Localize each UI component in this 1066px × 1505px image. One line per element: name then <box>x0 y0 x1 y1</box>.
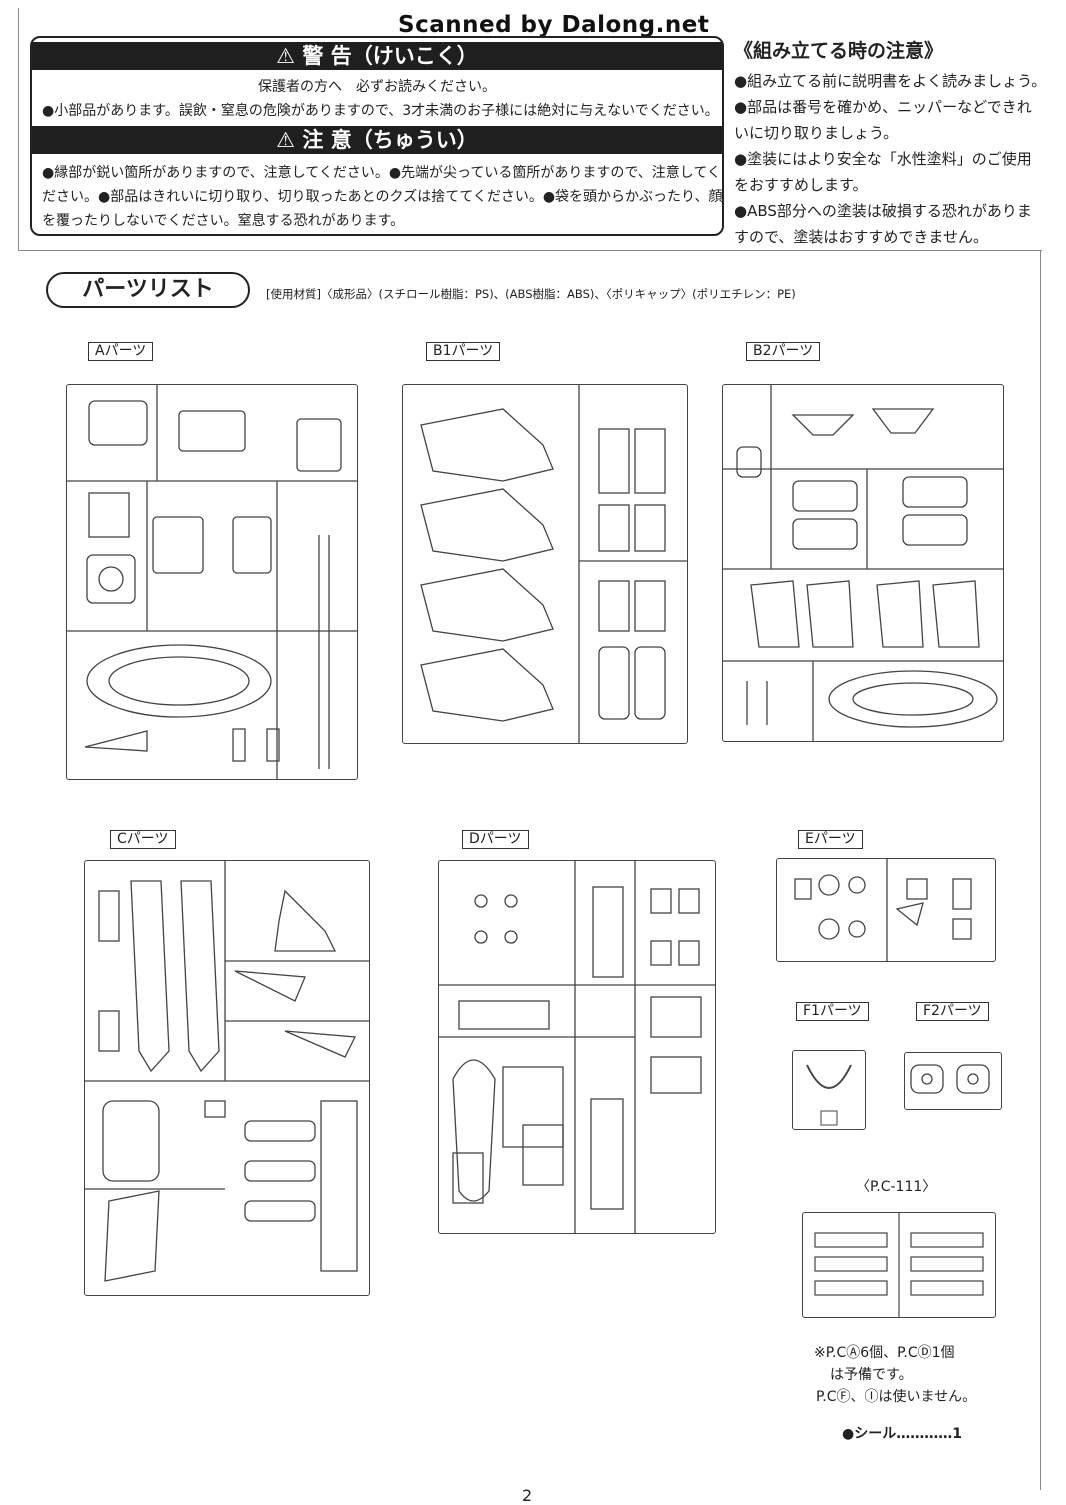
divider <box>1040 250 1041 1490</box>
divider <box>18 250 1042 251</box>
caution-line: を覆ったりしないでください。窒息する恐れがあります。 <box>42 213 405 229</box>
warning-line: ●小部品があります。誤飲・窒息の危険がありますので、3才未満のお子様には絶対に与… <box>42 103 719 119</box>
scanner-watermark: Scanned by Dalong.net <box>398 12 710 38</box>
frame-label-f2: F2パーツ <box>916 1002 989 1021</box>
frame-label-f1: F1パーツ <box>796 1002 869 1021</box>
frame-label-e: Eパーツ <box>798 830 863 849</box>
assembly-line: ●組み立てる前に説明書をよく読みましょう。 <box>734 72 1047 90</box>
runner-f2-illustration <box>904 1052 1002 1110</box>
runner-f1-illustration <box>792 1050 866 1130</box>
page-number: 2 <box>522 1486 533 1505</box>
runner-d-illustration <box>438 860 716 1234</box>
divider <box>18 8 19 250</box>
caution-line: ●縁部が鋭い箇所がありますので、注意してください。●先端が尖っている箇所がありま… <box>42 165 721 181</box>
assembly-line: ●塗装にはより安全な「水性塗料」のご使用 <box>734 150 1032 168</box>
assembly-title: 《組み立てる時の注意》 <box>734 40 944 62</box>
warning-box: ⚠ 警 告（けいこく） 保護者の方へ 必ずお読みください。 ●小部品があります。… <box>30 36 724 236</box>
frame-label-b1: B1パーツ <box>426 342 501 361</box>
runner-b1-illustration <box>402 384 688 744</box>
warning-title: ⚠ 警 告（けいこく） <box>32 42 722 70</box>
pc-note: ※P.CⒶ6個、P.CⒹ1個 は予備です。 P.CⒻ、Ⓘは使いません。 <box>814 1342 976 1408</box>
assembly-line: ●部品は番号を確かめ、ニッパーなどできれ <box>734 98 1032 116</box>
assembly-line: をおすすめします。 <box>734 176 868 194</box>
runner-c-illustration <box>84 860 370 1296</box>
runner-a-illustration <box>66 384 358 780</box>
frame-label-d: Dパーツ <box>462 830 529 849</box>
assembly-line: いに切り取りましょう。 <box>734 124 899 142</box>
runner-b2-illustration <box>722 384 1004 742</box>
frame-label-a: Aパーツ <box>88 342 154 361</box>
frame-label-b2: B2パーツ <box>746 342 821 361</box>
materials-note: [使用材質]〈成形品〉(スチロール樹脂：PS)、(ABS樹脂：ABS)、〈ポリキ… <box>266 287 796 301</box>
seal-count: ●シール…………1 <box>842 1426 962 1442</box>
assembly-notes: 《組み立てる時の注意》 ●組み立てる前に説明書をよく読みましょう。 ●部品は番号… <box>734 38 1054 250</box>
parts-list-title: パーツリスト <box>46 272 250 308</box>
frame-label-c: Cパーツ <box>110 830 176 849</box>
pc-note-line: P.CⒻ、Ⓘは使いません。 <box>816 1389 977 1405</box>
frame-label-pc: 〈P.C-111〉 <box>856 1179 937 1195</box>
caution-line: ださい。●部品はきれいに切り取り、切り取ったあとのクズは捨ててください。●袋を頭… <box>42 189 723 205</box>
assembly-line: すので、塗装はおすすめできません。 <box>734 228 988 246</box>
runner-e-illustration <box>776 858 996 962</box>
assembly-line: ●ABS部分への塗装は破損する恐れがありま <box>734 202 1032 220</box>
caution-title: ⚠ 注 意（ちゅうい） <box>32 126 722 154</box>
pc-note-line: ※P.CⒶ6個、P.CⒹ1個 <box>814 1345 955 1361</box>
pc-111-polycap-illustration <box>802 1212 996 1318</box>
warning-line: 保護者の方へ 必ずお読みください。 <box>258 79 496 95</box>
pc-note-line: は予備です。 <box>830 1367 913 1383</box>
